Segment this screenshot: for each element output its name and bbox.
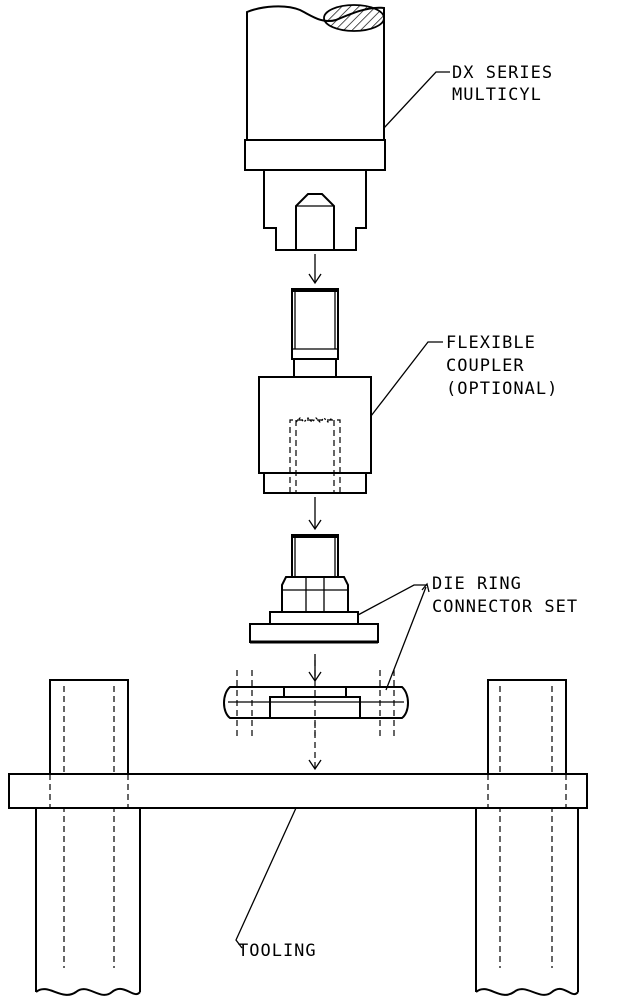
- cylinder-label-line1: DX SERIES: [452, 63, 553, 83]
- tooling-assembly: [8, 679, 588, 996]
- assembly-arrow-2: [308, 497, 322, 531]
- label-flexible-coupler: FLEXIBLE COUPLER (OPTIONAL): [370, 333, 558, 417]
- diering-label-line1: DIE RING: [432, 574, 522, 594]
- coupler-label-line1: FLEXIBLE: [446, 333, 536, 353]
- coupler-label-line2: COUPLER: [446, 356, 525, 376]
- label-die-ring-connector-set: DIE RING CONNECTOR SET: [357, 574, 578, 691]
- multicyl-cylinder: [244, 4, 386, 251]
- assembly-arrow-3: [308, 654, 322, 683]
- die-ring-connector-stud: [249, 534, 379, 644]
- label-tooling: TOOLING: [235, 807, 317, 961]
- assembly-arrow-4: [308, 722, 322, 771]
- label-dx-series: DX SERIES MULTICYL: [383, 63, 553, 129]
- cylinder-label-line2: MULTICYL: [452, 85, 542, 105]
- assembly-arrow-1: [308, 254, 322, 285]
- coupler-label-line3: (OPTIONAL): [446, 379, 558, 399]
- die-ring: [223, 660, 409, 740]
- flexible-coupler: [258, 288, 372, 494]
- tooling-label: TOOLING: [238, 941, 317, 961]
- diering-label-line2: CONNECTOR SET: [432, 597, 578, 617]
